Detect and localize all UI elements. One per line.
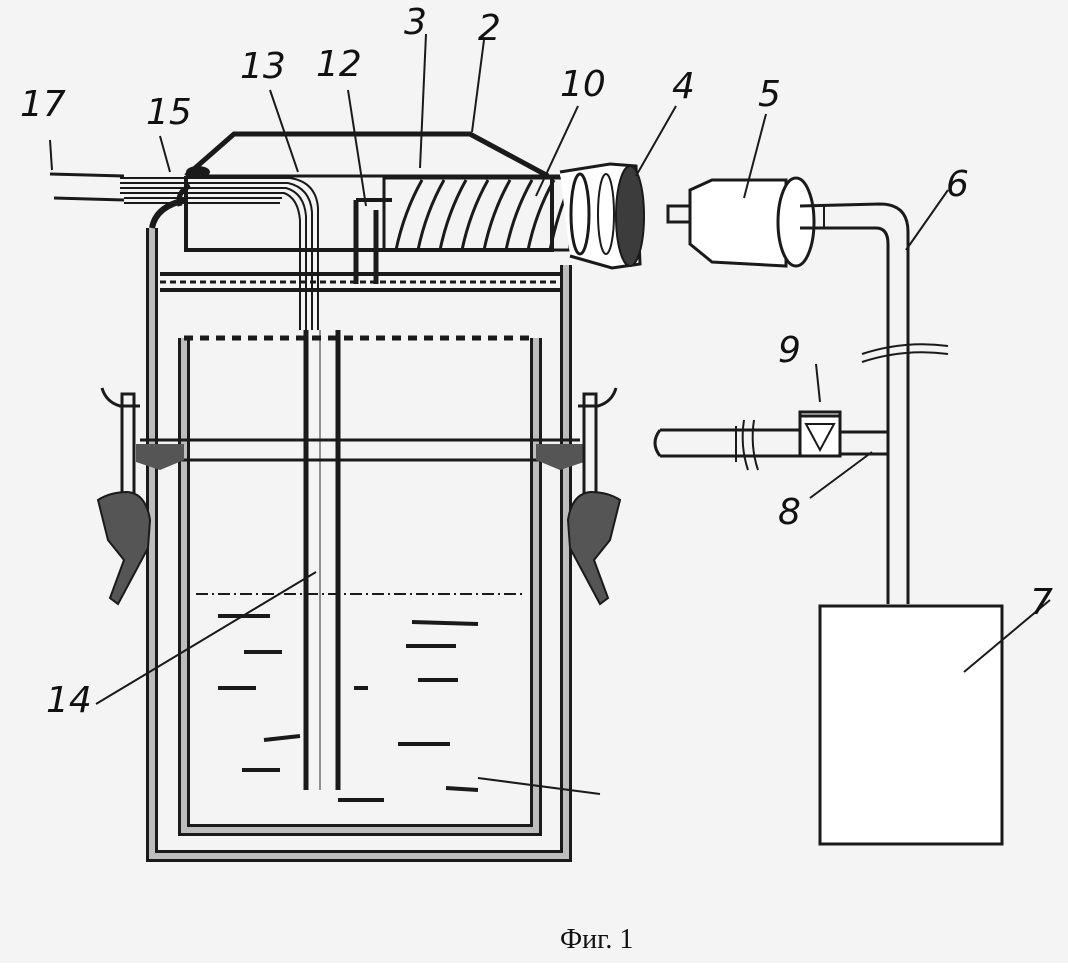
label-13: 13 xyxy=(240,46,286,87)
label-9: 9 xyxy=(778,330,801,371)
label-5: 5 xyxy=(758,74,781,115)
label-7: 7 xyxy=(1030,582,1053,623)
probe-tube xyxy=(306,330,338,790)
label-10: 10 xyxy=(560,64,606,105)
filter-disc xyxy=(616,166,644,266)
branch-pipe xyxy=(655,420,888,470)
fan-unit xyxy=(668,178,814,266)
nozzle-assembly xyxy=(560,164,644,268)
label-2: 2 xyxy=(478,8,501,49)
clamp-left xyxy=(98,388,150,604)
label-8: 8 xyxy=(778,492,801,533)
label-14: 14 xyxy=(46,680,92,721)
central-tube xyxy=(356,200,392,284)
heater-coil xyxy=(384,178,570,250)
liquid xyxy=(196,594,524,800)
label-15: 15 xyxy=(146,92,192,133)
valve xyxy=(800,412,840,456)
label-12: 12 xyxy=(316,44,362,85)
label-6: 6 xyxy=(946,164,969,205)
outer-vessel xyxy=(152,228,566,856)
label-4: 4 xyxy=(672,66,695,107)
outlet-pipe xyxy=(800,204,948,604)
lid-plate xyxy=(160,274,560,290)
collector-box xyxy=(820,606,1002,844)
label-3: 3 xyxy=(404,2,427,43)
figure-caption: Фиг. 1 xyxy=(560,924,633,955)
label-17: 17 xyxy=(20,84,66,125)
clamp-bar xyxy=(136,440,584,470)
inner-vessel xyxy=(184,338,536,830)
clamp-right xyxy=(568,388,620,604)
